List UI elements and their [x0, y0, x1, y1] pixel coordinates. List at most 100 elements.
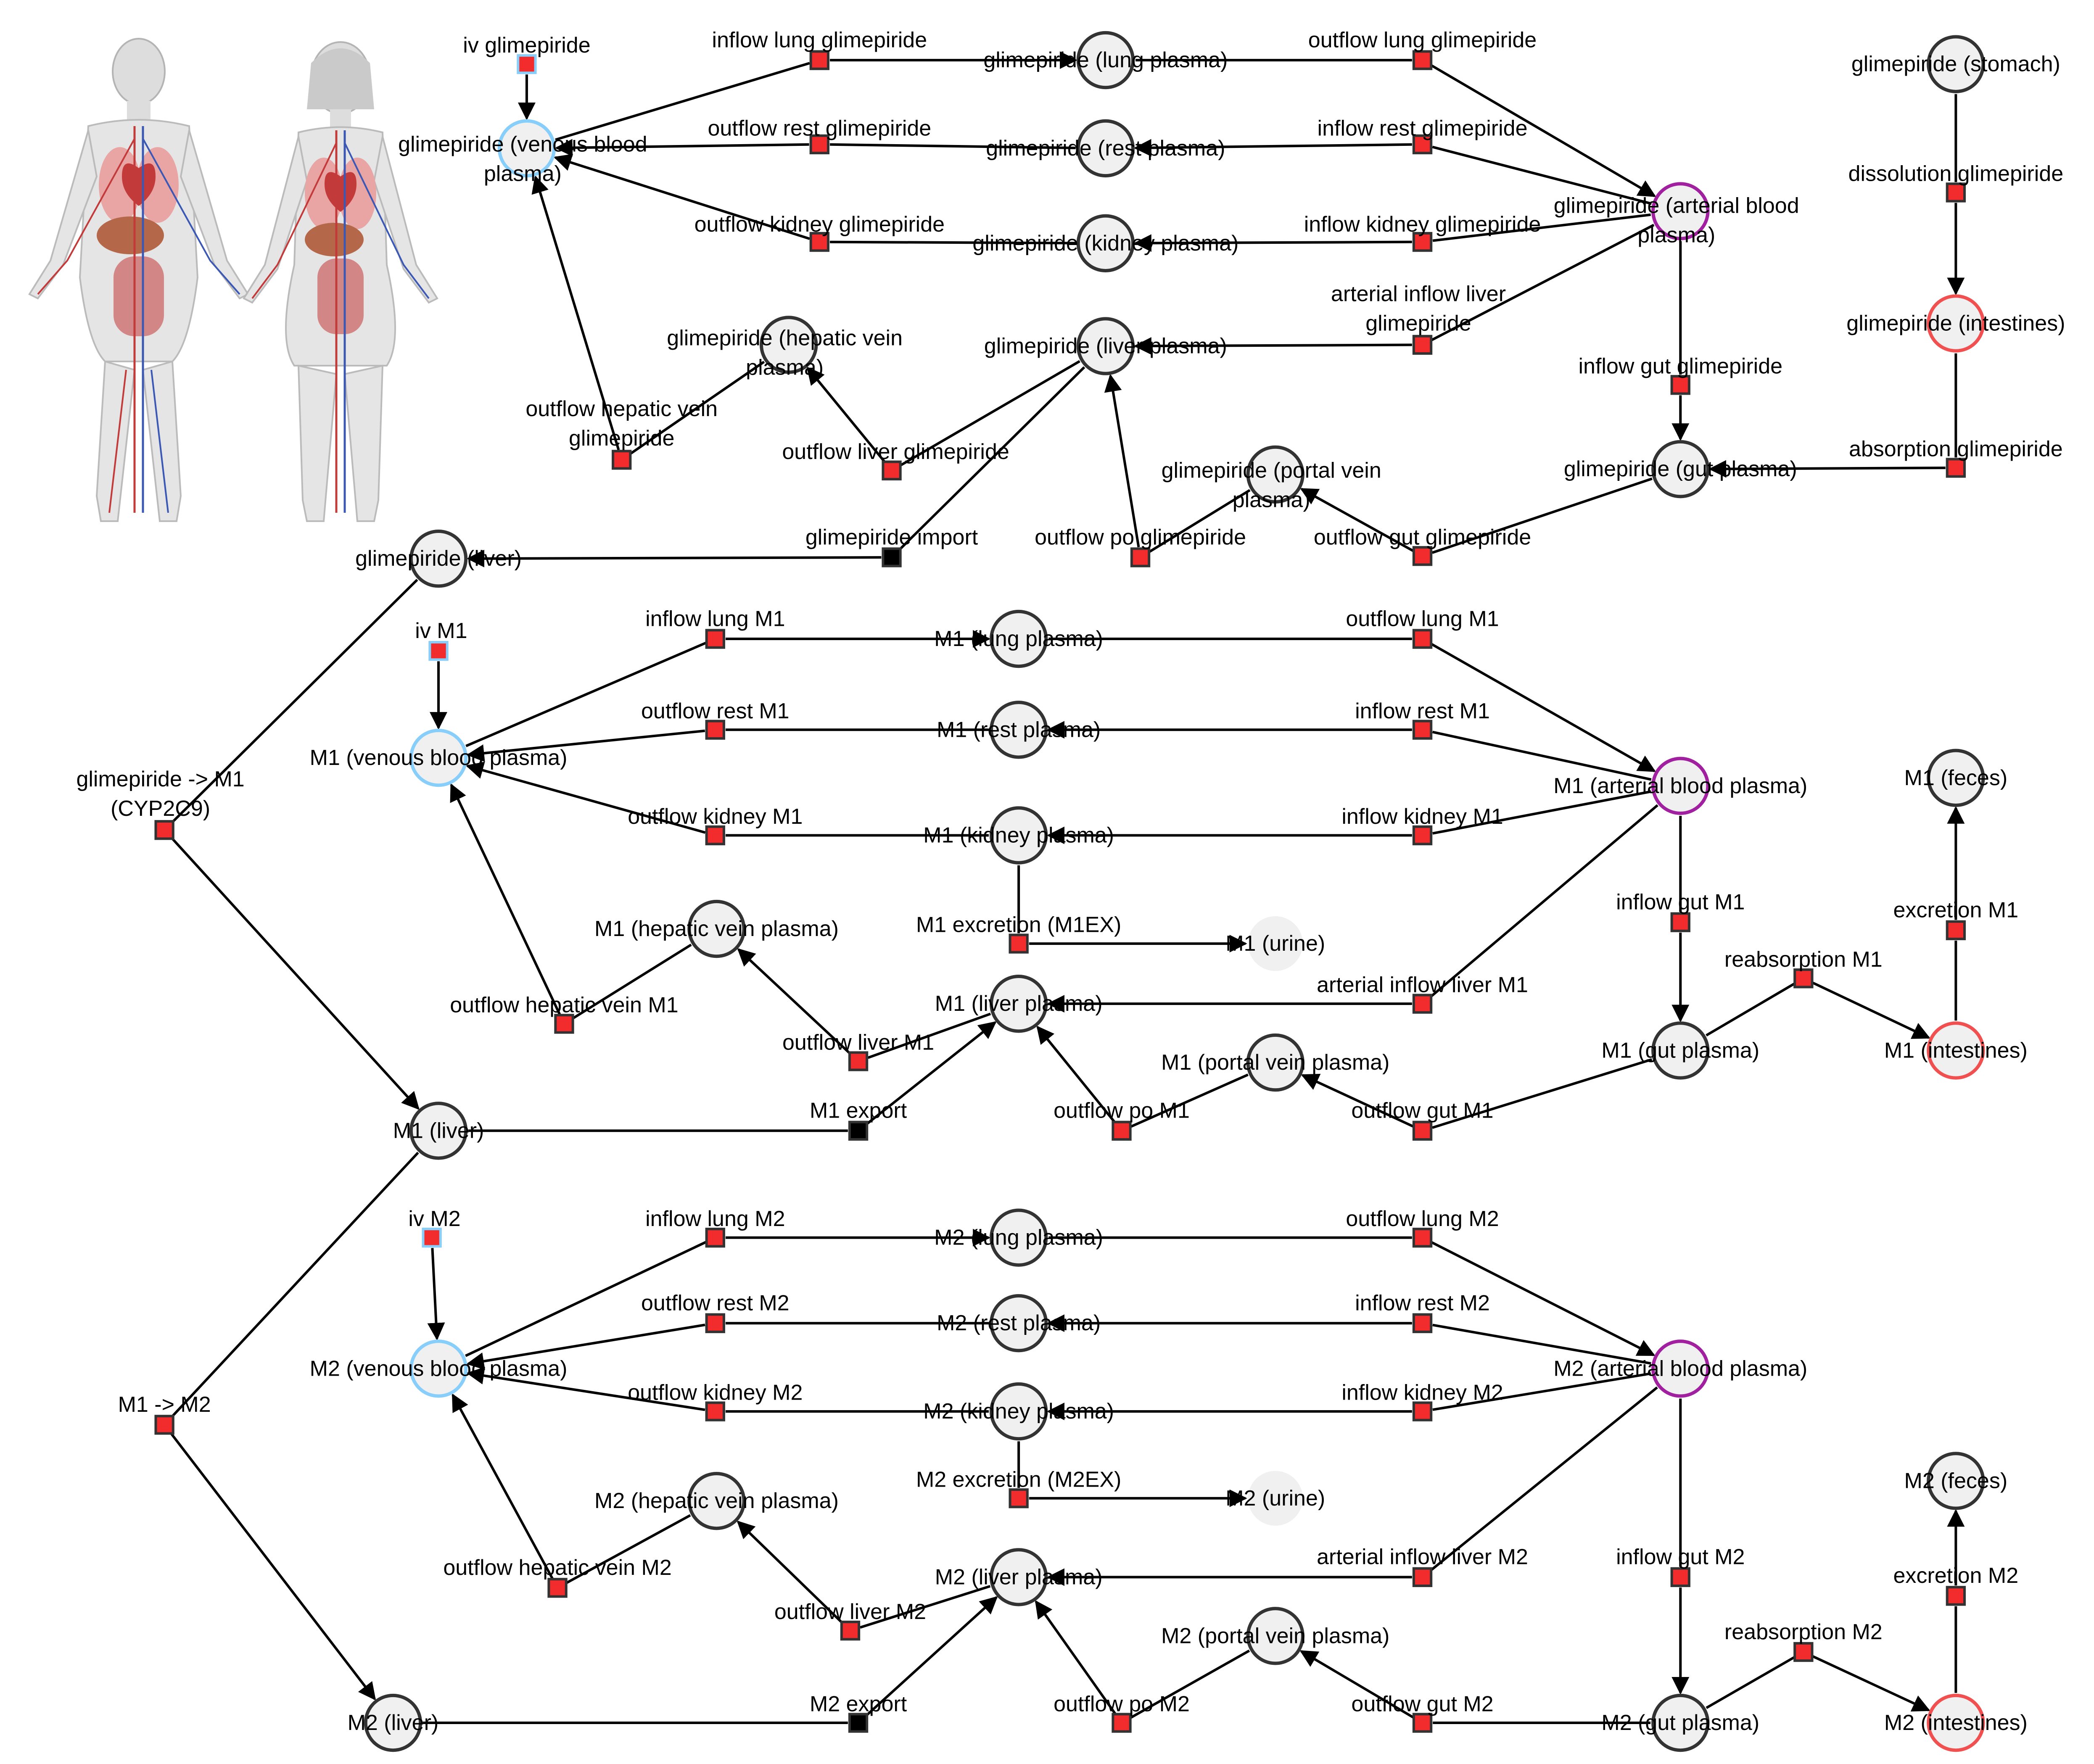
reaction-node-inflow-rest-glimepiride[interactable]	[1412, 134, 1433, 155]
label-reabsorption-m2: reabsorption M2	[1724, 1620, 1883, 1644]
species-node-m2-kidney-plasma[interactable]	[989, 1382, 1048, 1441]
reaction-node-inflow-gut-m2[interactable]	[1670, 1567, 1690, 1587]
species-node-m1-hepatic-vein-plasma[interactable]	[687, 899, 746, 958]
species-node-m2-gut-plasma[interactable]	[1651, 1693, 1710, 1752]
reaction-node-arterial-inflow-liver-m2[interactable]	[1412, 1567, 1433, 1587]
reaction-node-m1-export[interactable]	[848, 1121, 869, 1141]
reaction-node-outflow-hepatic-vein-glimepiride[interactable]	[612, 450, 632, 470]
species-node-glimepiride-venous-blood-plasma[interactable]	[497, 119, 556, 178]
edge-r_cyp-to-m1_liver	[170, 836, 420, 1110]
species-node-m1-gut-plasma[interactable]	[1651, 1021, 1710, 1080]
species-node-m1-rest-plasma[interactable]	[989, 701, 1048, 759]
species-node-glimepiride-intestines[interactable]	[1927, 294, 1985, 353]
reaction-node-outflow-po-m2[interactable]	[1112, 1713, 1132, 1733]
reaction-node-excretion-m1[interactable]	[1946, 920, 1966, 940]
species-node-glimepiride-gut-plasma[interactable]	[1651, 440, 1710, 498]
species-node-m2-liver[interactable]	[364, 1693, 422, 1752]
species-node-m1-feces[interactable]	[1927, 749, 1985, 807]
reaction-node-reabsorption-m2[interactable]	[1793, 1642, 1814, 1662]
species-node-glimepiride-hepatic-vein-plasma[interactable]	[760, 316, 818, 374]
reaction-node-inflow-rest-m2[interactable]	[1412, 1313, 1433, 1333]
species-node-glimepiride-arterial-blood-plasma[interactable]	[1651, 182, 1710, 240]
reaction-node-dissolution-glimepiride[interactable]	[1946, 182, 1966, 203]
reaction-node-inflow-lung-m1[interactable]	[705, 629, 725, 649]
reaction-node-outflow-hepatic-vein-m1[interactable]	[554, 1014, 574, 1034]
reaction-node-outflow-gut-glimepiride[interactable]	[1412, 546, 1433, 566]
reaction-node-outflow-lung-m1[interactable]	[1412, 629, 1433, 649]
reaction-node-outflow-gut-m1[interactable]	[1412, 1121, 1433, 1141]
reaction-node-outflow-lung-glimepiride[interactable]	[1412, 50, 1433, 70]
reaction-node-outflow-kidney-m2[interactable]	[705, 1401, 725, 1421]
reaction-node-outflow-hepatic-vein-m2[interactable]	[547, 1578, 568, 1598]
reaction-node-glimepiride-m1-cyp2c9[interactable]	[154, 820, 174, 840]
species-node-m2-feces[interactable]	[1927, 1452, 1985, 1510]
species-node-m1-liver[interactable]	[409, 1102, 468, 1160]
species-node-m1-arterial-blood-plasma[interactable]	[1651, 757, 1710, 815]
species-node-m2-rest-plasma[interactable]	[989, 1294, 1048, 1353]
species-node-m1-venous-blood-plasma[interactable]	[409, 728, 468, 787]
reaction-node-inflow-lung-m2[interactable]	[705, 1228, 725, 1248]
edge-r_outgut_glim-to-glim_pv	[1300, 488, 1414, 552]
reaction-node-reabsorption-m1[interactable]	[1793, 968, 1814, 989]
reaction-node-arterial-inflow-liver-m1[interactable]	[1412, 994, 1433, 1014]
edge-glim_liver-to-r_cyp	[171, 579, 418, 824]
reaction-node-outflow-gut-m2[interactable]	[1412, 1713, 1433, 1733]
species-node-m2-hepatic-vein-plasma[interactable]	[687, 1471, 746, 1530]
species-node-m2-portal-vein-plasma[interactable]	[1246, 1607, 1304, 1665]
species-node-glimepiride-stomach[interactable]	[1927, 35, 1985, 93]
edge-r_artliv_glim-to-glim_lp	[1133, 337, 1412, 355]
reaction-node-m2-excretion-m2ex[interactable]	[1009, 1488, 1029, 1508]
species-node-m2-urine[interactable]	[1248, 1471, 1303, 1526]
species-node-glimepiride-rest-plasma[interactable]	[1076, 119, 1135, 178]
reaction-node-inflow-lung-glimepiride[interactable]	[809, 50, 830, 70]
reaction-node-outflow-po-glimepiride[interactable]	[1130, 547, 1151, 567]
species-node-m2-arterial-blood-plasma[interactable]	[1651, 1339, 1710, 1398]
species-node-m1-urine[interactable]	[1248, 916, 1303, 971]
reaction-node-inflow-rest-m1[interactable]	[1412, 720, 1433, 740]
species-node-m2-venous-blood-plasma[interactable]	[409, 1339, 468, 1398]
reaction-node-outflow-rest-m2[interactable]	[705, 1313, 725, 1333]
species-node-m2-lung-plasma[interactable]	[989, 1208, 1048, 1267]
reaction-node-outflow-liver-m1[interactable]	[848, 1051, 869, 1071]
reaction-node-outflow-rest-m1[interactable]	[705, 720, 725, 740]
species-node-m2-liver-plasma[interactable]	[989, 1548, 1048, 1606]
reaction-node-outflow-liver-m2[interactable]	[840, 1620, 861, 1641]
reaction-node-inflow-kidney-m2[interactable]	[1412, 1401, 1433, 1421]
species-node-m1-liver-plasma[interactable]	[989, 974, 1048, 1033]
reaction-node-inflow-kidney-m1[interactable]	[1412, 825, 1433, 846]
reaction-node-iv-m2[interactable]	[422, 1228, 442, 1248]
species-node-m1-kidney-plasma[interactable]	[989, 806, 1048, 865]
reaction-node-iv-m1[interactable]	[428, 641, 449, 661]
reaction-node-outflow-kidney-glimepiride[interactable]	[809, 232, 830, 252]
species-node-m2-intestines[interactable]	[1927, 1693, 1985, 1752]
label-outflow-po-glimepiride: outflow po glimepiride	[1035, 525, 1246, 549]
reaction-node-inflow-kidney-glimepiride[interactable]	[1412, 232, 1433, 252]
reaction-node-inflow-gut-glimepiride[interactable]	[1670, 375, 1690, 395]
reaction-node-absorption-glimepiride[interactable]	[1946, 458, 1966, 478]
species-node-glimepiride-portal-vein-plasma[interactable]	[1246, 445, 1304, 504]
reaction-node-outflow-lung-m2[interactable]	[1412, 1228, 1433, 1248]
label-inflow-rest-glimepiride: inflow rest glimepiride	[1318, 116, 1528, 140]
species-node-glimepiride-lung-plasma[interactable]	[1076, 31, 1135, 90]
species-node-glimepiride-liver-plasma[interactable]	[1076, 317, 1135, 375]
reaction-node-outflow-liver-glimepiride[interactable]	[882, 460, 902, 481]
species-node-glimepiride-liver[interactable]	[409, 530, 468, 588]
reaction-node-arterial-inflow-liver-glimepiride[interactable]	[1412, 335, 1433, 355]
species-node-m1-lung-plasma[interactable]	[989, 609, 1048, 668]
reaction-node-outflow-kidney-m1[interactable]	[705, 825, 725, 846]
species-node-glimepiride-kidney-plasma[interactable]	[1076, 214, 1135, 272]
reaction-node-m2-export[interactable]	[848, 1713, 869, 1733]
reaction-node-glimepiride-import[interactable]	[882, 547, 902, 567]
edge-m2_art-to-r_artliv_m2	[1429, 1386, 1658, 1572]
reaction-node-inflow-gut-m1[interactable]	[1670, 912, 1690, 932]
species-node-m1-portal-vein-plasma[interactable]	[1246, 1033, 1304, 1092]
label-arterial-inflow-liver-m2: arterial inflow liver M2	[1317, 1545, 1528, 1569]
species-node-m1-intestines[interactable]	[1927, 1021, 1985, 1080]
reaction-node-m1-m2[interactable]	[154, 1415, 174, 1435]
reaction-node-m1-excretion-m1ex[interactable]	[1009, 933, 1029, 954]
reaction-node-iv-glimepiride[interactable]	[517, 54, 537, 74]
reaction-node-outflow-rest-glimepiride[interactable]	[809, 134, 830, 155]
reaction-node-outflow-po-m1[interactable]	[1112, 1121, 1132, 1141]
reaction-node-excretion-m2[interactable]	[1946, 1586, 1966, 1606]
edge-r_outpo_glim-to-glim_lp	[1104, 374, 1140, 548]
